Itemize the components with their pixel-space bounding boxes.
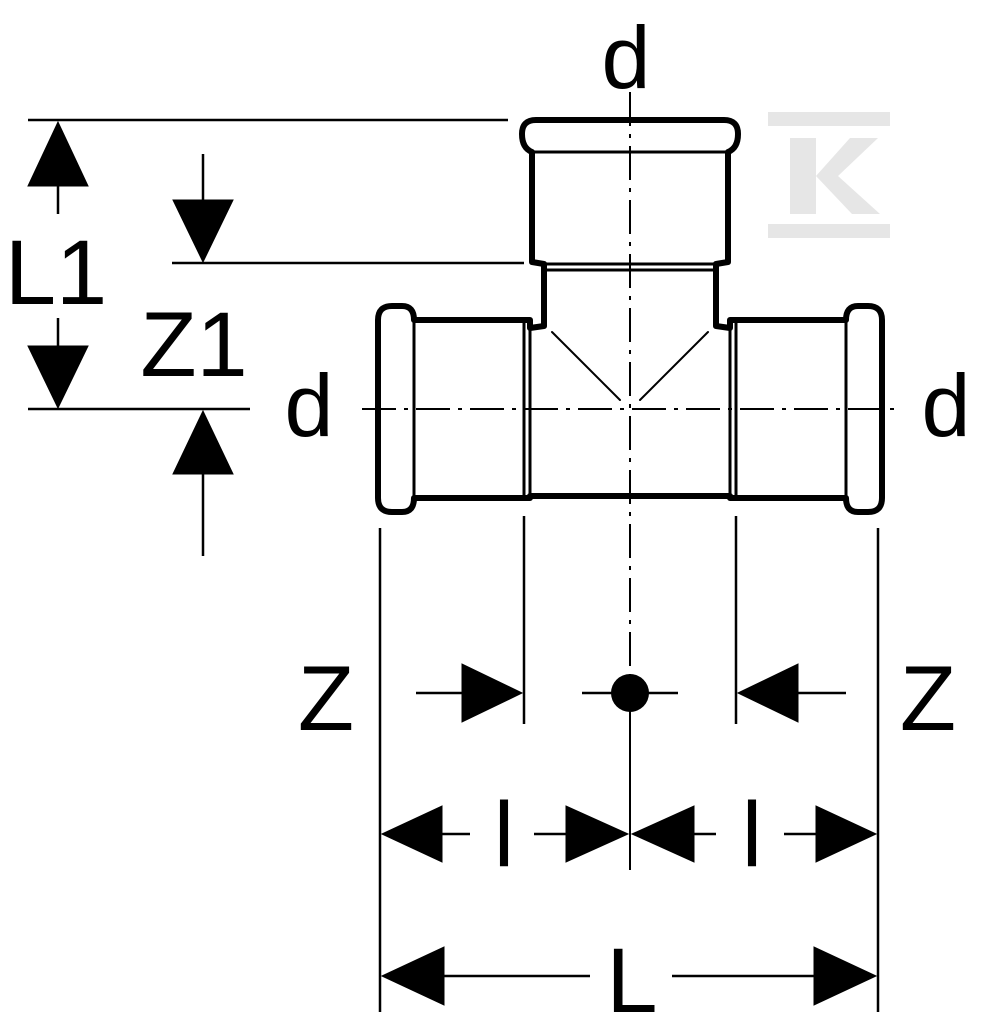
label-l-right: l [742,784,762,886]
label-l-left: l [494,784,514,886]
tee-fitting-body [375,117,885,515]
label-Z-left: Z [298,648,354,750]
dimension-Z1 [172,154,234,556]
center-lines [362,92,896,700]
label-Z1: Z1 [140,294,247,396]
dimension-L1 [27,120,89,410]
k-logo-icon [768,112,890,238]
extension-lines [28,118,880,1012]
label-Z-right: Z [900,648,956,750]
dimension-L [380,946,878,1006]
dimension-Z-left [416,663,524,723]
center-point-marker [582,674,678,712]
label-left-d: d [285,356,334,455]
label-L1: L1 [5,222,107,324]
dimension-l-left [380,805,630,863]
label-top-d: d [602,8,651,107]
label-right-d: d [922,356,971,455]
dimension-l-right [630,805,878,863]
label-L: L [606,930,657,1024]
dimension-Z-right [736,663,846,723]
